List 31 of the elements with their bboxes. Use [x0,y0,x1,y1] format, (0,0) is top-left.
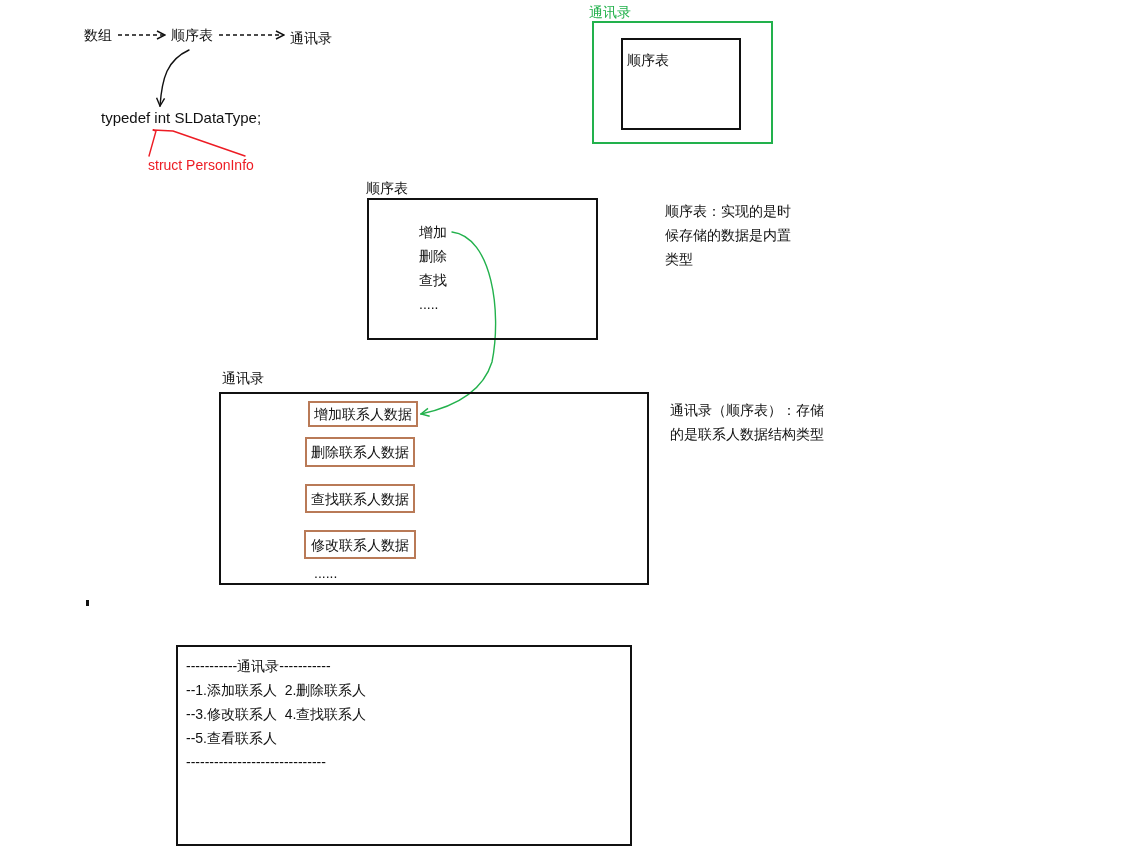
annotation-text: struct PersonInfo [148,156,254,174]
term-label: 顺序表 [171,26,213,44]
note-text: 通讯录（顺序表）：存储的是联系人数据结构类型 [670,401,825,444]
group-title: 通讯录 [589,3,631,21]
ellipsis-text: ...... [314,564,338,582]
inner-box: 顺序表 [621,38,741,130]
menu-box [176,645,632,846]
dashed-arrow [218,30,285,40]
group-title: 通讯录 [222,369,264,387]
group-title: 顺序表 [366,179,408,197]
note-text: 顺序表：实现的是时候存储的数据是内置类型 [665,202,792,269]
term-label: 通讯录 [290,29,332,47]
function-box: 查找联系人数据 [305,484,415,513]
function-box: 增加联系人数据 [308,401,418,427]
operation-item: 增加 [419,223,447,241]
menu-line: --3.修改联系人 4.查找联系人 [186,705,367,724]
operation-item: 删除 [419,247,447,265]
menu-line: -----------通讯录----------- [186,657,331,676]
term-label: 数组 [84,26,112,44]
operation-item: 查找 [419,271,447,289]
curved-arrow [420,231,497,417]
function-box: 修改联系人数据 [304,530,416,559]
menu-line: --1.添加联系人 2.删除联系人 [186,681,367,700]
function-box: 删除联系人数据 [305,437,415,467]
menu-line: --5.查看联系人 [186,729,277,748]
ellipsis-text: ..... [419,295,439,313]
curved-arrow [156,49,190,107]
leader-line [148,129,246,157]
code-text: typedef int SLDataType; [101,109,262,127]
menu-line: ------------------------------ [186,753,326,772]
dashed-arrow [117,30,166,40]
